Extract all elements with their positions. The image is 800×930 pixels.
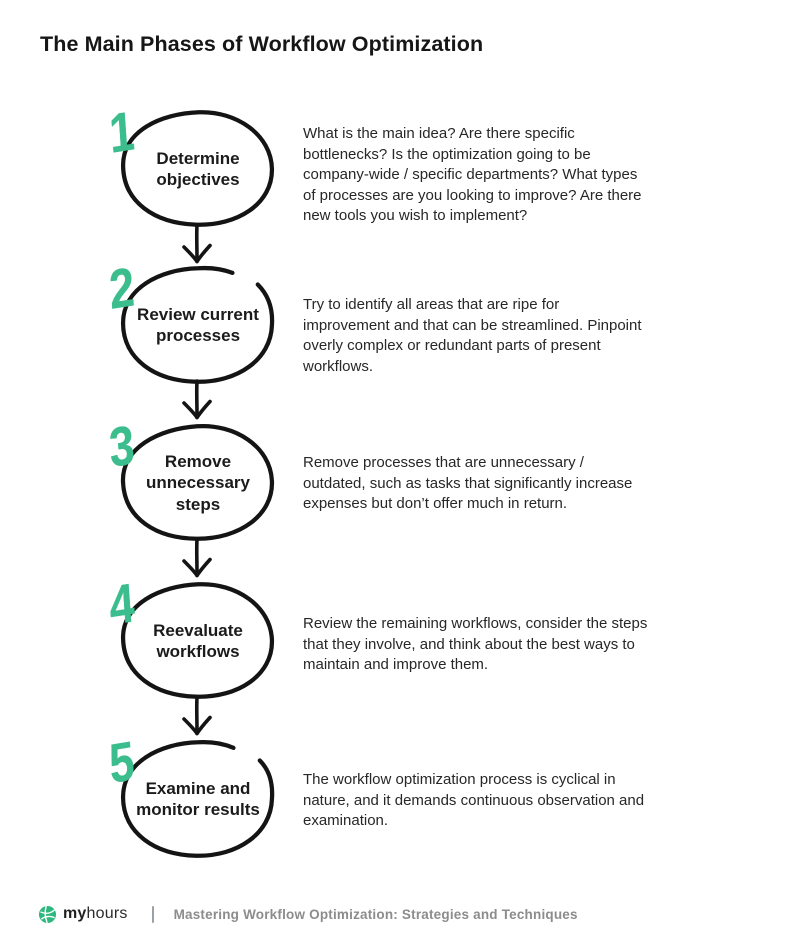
myhours-logo-icon: [38, 905, 57, 923]
footer-divider: [151, 905, 154, 923]
step-label: Review current processes: [137, 304, 259, 346]
step-label: Determine objectives: [156, 148, 240, 190]
step-2: 2 Review current processes Try to identi…: [0, 255, 800, 426]
step-circle: [120, 110, 275, 227]
down-arrow-icon: [182, 379, 212, 420]
step-circle: [120, 265, 275, 384]
step-description: What is the main idea? Are there specifi…: [303, 125, 642, 225]
step-description: Remove processes that are unnecessary / …: [303, 454, 633, 513]
step-3: 3 Remove unnecessary steps Remove proces…: [0, 413, 800, 584]
step-5: 5 Examine and monitor results The workfl…: [0, 729, 800, 900]
step-1: 1 Determine objectives What is the main …: [0, 99, 800, 270]
step-description: The workflow optimization process is cyc…: [303, 771, 645, 830]
step-label: Remove unnecessary steps: [146, 451, 250, 514]
brand-my: my: [63, 905, 87, 922]
down-arrow-icon: [182, 537, 212, 578]
step-label: Examine and monitor results: [136, 778, 260, 820]
down-arrow-icon: [182, 695, 212, 736]
step-description: Review the remaining workflows, consider…: [303, 615, 648, 674]
footer-caption: Mastering Workflow Optimization: Strateg…: [173, 906, 578, 922]
step-4: 4 Reevaluate workflows Review the remain…: [0, 571, 800, 742]
page-title: The Main Phases of Workflow Optimization: [40, 32, 484, 56]
footer: myhours Mastering Workflow Optimization:…: [38, 902, 778, 926]
brand-wordmark: myhours: [63, 905, 128, 923]
step-description: Try to identify all areas that are ripe …: [303, 296, 642, 375]
step-label: Reevaluate workflows: [153, 620, 243, 662]
brand-hours: hours: [86, 905, 128, 922]
step-circle: [120, 739, 275, 858]
down-arrow-icon: [182, 223, 212, 264]
